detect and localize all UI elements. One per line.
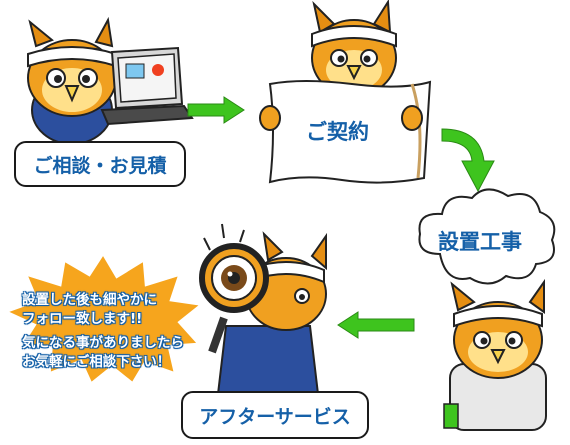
note-line2: フォロー致します!!: [22, 311, 143, 327]
step-after-service-label: アフターサービス: [199, 405, 351, 428]
step-installation: 設置工事: [438, 226, 522, 256]
step-installation-label: 設置工事: [438, 230, 522, 254]
owl-mascot-magnifier: [199, 223, 327, 395]
magnifying-glass-icon: [199, 243, 269, 354]
starburst-icon: [9, 256, 199, 382]
step-contract: ご契約: [306, 116, 369, 146]
step-consultation: ご相談・お見積: [14, 141, 186, 187]
laptop-icon: [100, 46, 194, 126]
arrow-right-1: [187, 96, 245, 124]
step-consultation-label: ご相談・お見積: [33, 154, 167, 177]
step-after-service: アフターサービス: [181, 391, 369, 439]
note-line1: 設置した後も細やかに: [22, 292, 157, 308]
cloud-bubble: [418, 188, 556, 285]
arrow-left: [337, 311, 415, 339]
note-line3: 気になる事がありましたら: [22, 335, 184, 351]
owl-mascot-scroll: [259, 0, 432, 184]
owl-mascot-laptop: [27, 16, 194, 145]
owl-mascot-worker: [443, 278, 547, 431]
note-line4: お気軽にご相談下さい！: [22, 354, 171, 370]
step-contract-label: ご契約: [306, 120, 369, 144]
arrow-curved-down: [441, 128, 495, 193]
